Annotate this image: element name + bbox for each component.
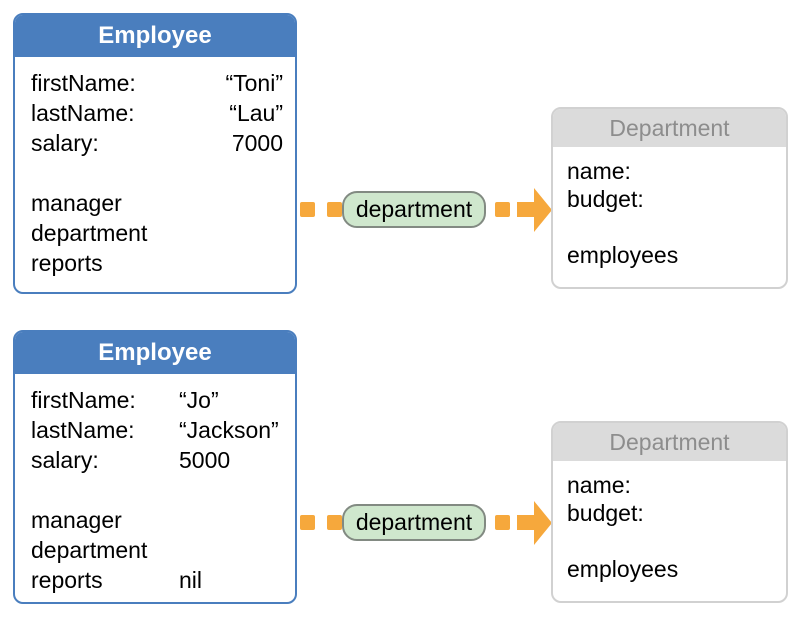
relationship-row: manager xyxy=(31,188,283,218)
employee-box-1: Employee firstName: “Toni” lastName: “La… xyxy=(13,13,297,294)
attribute-value: 7000 xyxy=(231,129,283,156)
attribute-value: “Jackson” xyxy=(179,416,279,443)
connector-dash xyxy=(327,515,342,530)
relationship-pill-label: department xyxy=(355,509,473,535)
attribute-label: name: xyxy=(567,157,631,184)
attribute-label: firstName: xyxy=(31,386,136,413)
attribute-label: budget: xyxy=(567,185,644,212)
department-header-1: Department xyxy=(553,109,786,149)
relationship-row: manager xyxy=(31,505,283,535)
attribute-row: lastName: “Jackson” xyxy=(31,415,283,445)
arrow-right-icon xyxy=(534,188,552,232)
attribute-row: budget: xyxy=(567,499,774,527)
employee-body-2: firstName: “Jo” lastName: “Jackson” sala… xyxy=(15,374,295,595)
employee-header-2: Employee xyxy=(15,332,295,374)
attribute-row: firstName: “Jo” xyxy=(31,385,283,415)
attribute-row: salary: 7000 xyxy=(31,128,283,158)
spacer-row xyxy=(31,475,283,505)
arrow-stem xyxy=(517,515,535,530)
department-relationship-connector-1: department xyxy=(296,185,552,235)
relationship-row: employees xyxy=(567,555,774,583)
attribute-value: “Toni” xyxy=(225,69,283,96)
connector-dash xyxy=(495,202,510,217)
attribute-row: name: xyxy=(567,471,774,499)
relationship-label: employees xyxy=(567,241,679,268)
employee-title: Employee xyxy=(98,339,212,366)
employee-title: Employee xyxy=(98,22,212,49)
connector-dash xyxy=(300,515,315,530)
attribute-label: lastName: xyxy=(31,416,135,443)
relationship-row: reports xyxy=(31,248,283,278)
attribute-row: budget: xyxy=(567,185,774,213)
relationship-label: manager xyxy=(31,189,122,216)
attribute-label: salary: xyxy=(31,446,99,473)
attribute-label: lastName: xyxy=(31,99,135,126)
relationship-pill: department xyxy=(342,191,486,228)
connector-dash xyxy=(495,515,510,530)
connector-dash xyxy=(327,202,342,217)
spacer-row xyxy=(31,158,283,188)
relationship-label: employees xyxy=(567,555,679,582)
relationship-label: reports xyxy=(31,249,103,276)
attribute-row: firstName: “Toni” xyxy=(31,68,283,98)
attribute-value: 5000 xyxy=(179,446,231,473)
department-header-2: Department xyxy=(553,423,786,463)
department-box-1: Department name: budget: employees xyxy=(551,107,788,289)
attribute-value: “Lau” xyxy=(229,99,283,126)
attribute-row: name: xyxy=(567,157,774,185)
connector-dash xyxy=(300,202,315,217)
department-title: Department xyxy=(609,428,730,455)
department-body-1: name: budget: employees xyxy=(553,149,786,269)
department-body-2: name: budget: employees xyxy=(553,463,786,583)
relationship-pill: department xyxy=(342,504,486,541)
attribute-label: firstName: xyxy=(31,69,136,96)
department-relationship-connector-2: department xyxy=(296,498,552,548)
spacer-row xyxy=(567,527,774,555)
attribute-row: lastName: “Lau” xyxy=(31,98,283,128)
attribute-value: “Jo” xyxy=(179,386,219,413)
relationship-value: nil xyxy=(179,566,203,593)
relationship-label: department xyxy=(31,219,148,246)
employee-box-2: Employee firstName: “Jo” lastName: “Jack… xyxy=(13,330,297,604)
relationship-row: employees xyxy=(567,241,774,269)
department-title: Department xyxy=(609,114,730,141)
relationship-row: reports nil xyxy=(31,565,283,595)
relationship-pill-label: department xyxy=(355,196,473,222)
relationship-label: department xyxy=(31,536,148,563)
department-box-2: Department name: budget: employees xyxy=(551,421,788,603)
attribute-label: name: xyxy=(567,471,631,498)
spacer-row xyxy=(567,213,774,241)
relationship-row: department xyxy=(31,218,283,248)
arrow-right-icon xyxy=(534,501,552,545)
attribute-row: salary: 5000 xyxy=(31,445,283,475)
attribute-label: salary: xyxy=(31,129,99,156)
relationship-row: department xyxy=(31,535,283,565)
attribute-label: budget: xyxy=(567,499,644,526)
relationship-label: manager xyxy=(31,506,122,533)
arrow-stem xyxy=(517,202,535,217)
employee-body-1: firstName: “Toni” lastName: “Lau” salary… xyxy=(15,57,295,278)
relationship-label: reports xyxy=(31,566,103,593)
employee-header-1: Employee xyxy=(15,15,295,57)
